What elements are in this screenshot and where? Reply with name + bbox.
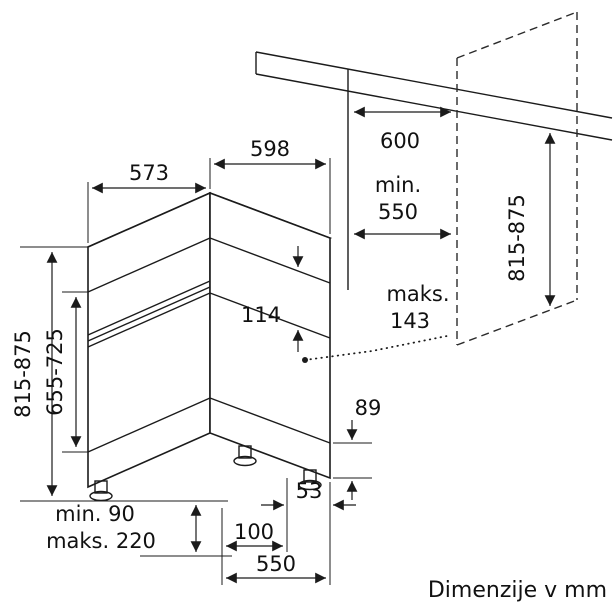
dim-label-base-depth: 550 (256, 552, 296, 576)
foot-front-right (298, 469, 322, 491)
dim-base-recess-89: 89 (333, 396, 381, 500)
niche-dashed-outline (456, 11, 578, 346)
dim-label-depth: 598 (250, 137, 290, 161)
dim-label-door-projection: 143 (390, 309, 430, 333)
dim-label-width: 573 (129, 161, 169, 185)
dim-niche-depth-600: 600 (354, 106, 451, 153)
side-panel-lines (209, 237, 331, 444)
dim-label-niche-height: 815-875 (505, 194, 529, 282)
dishwasher-front-face (87, 191, 211, 489)
dim-door-projection-143: maks. 143 (302, 282, 450, 363)
dim-label-base-recess: 89 (355, 396, 382, 420)
dim-total-height-815-875: 815-875 (11, 246, 228, 502)
diagram-caption: Dimenzije v mm (428, 578, 607, 603)
dim-label-niche-min-prefix: min. (375, 173, 421, 197)
dim-label-niche-min-depth: 550 (378, 200, 418, 224)
dim-niche-min-550: min. 550 (354, 173, 451, 240)
dim-front-height-655-725: 655-725 (43, 291, 88, 453)
dim-label-panel-height: 114 (241, 303, 281, 327)
dim-niche-height-815-875: 815-875 (505, 133, 556, 306)
dim-label-plinth-max: maks. 220 (46, 529, 156, 553)
dim-label-foot-depth: 100 (234, 520, 274, 544)
dim-foot-depth-100: 100 (221, 508, 283, 585)
front-panel-lines (87, 237, 211, 453)
dim-foot-offset-53: 53 (261, 478, 356, 585)
countertop-outline (255, 51, 613, 141)
dim-label-niche-depth: 600 (380, 129, 420, 153)
dim-plinth-height-range: min. 90 maks. 220 (46, 502, 232, 557)
dim-label-foot-offset: 53 (296, 479, 323, 503)
dim-width-573: 573 (87, 158, 211, 243)
foot-rear (233, 445, 257, 467)
dim-label-door-proj-prefix: maks. (386, 282, 449, 306)
dishwasher-side-face (209, 191, 331, 480)
dim-panel-height-114: 114 (241, 246, 304, 352)
dim-label-total-height: 815-875 (11, 330, 35, 418)
dim-depth-598: 598 (214, 137, 331, 234)
dim-base-depth-550: 550 (226, 552, 326, 584)
dim-label-plinth-min: min. 90 (55, 502, 135, 526)
dishwasher-outline (85, 191, 333, 502)
dim-label-front-height: 655-725 (43, 328, 67, 416)
